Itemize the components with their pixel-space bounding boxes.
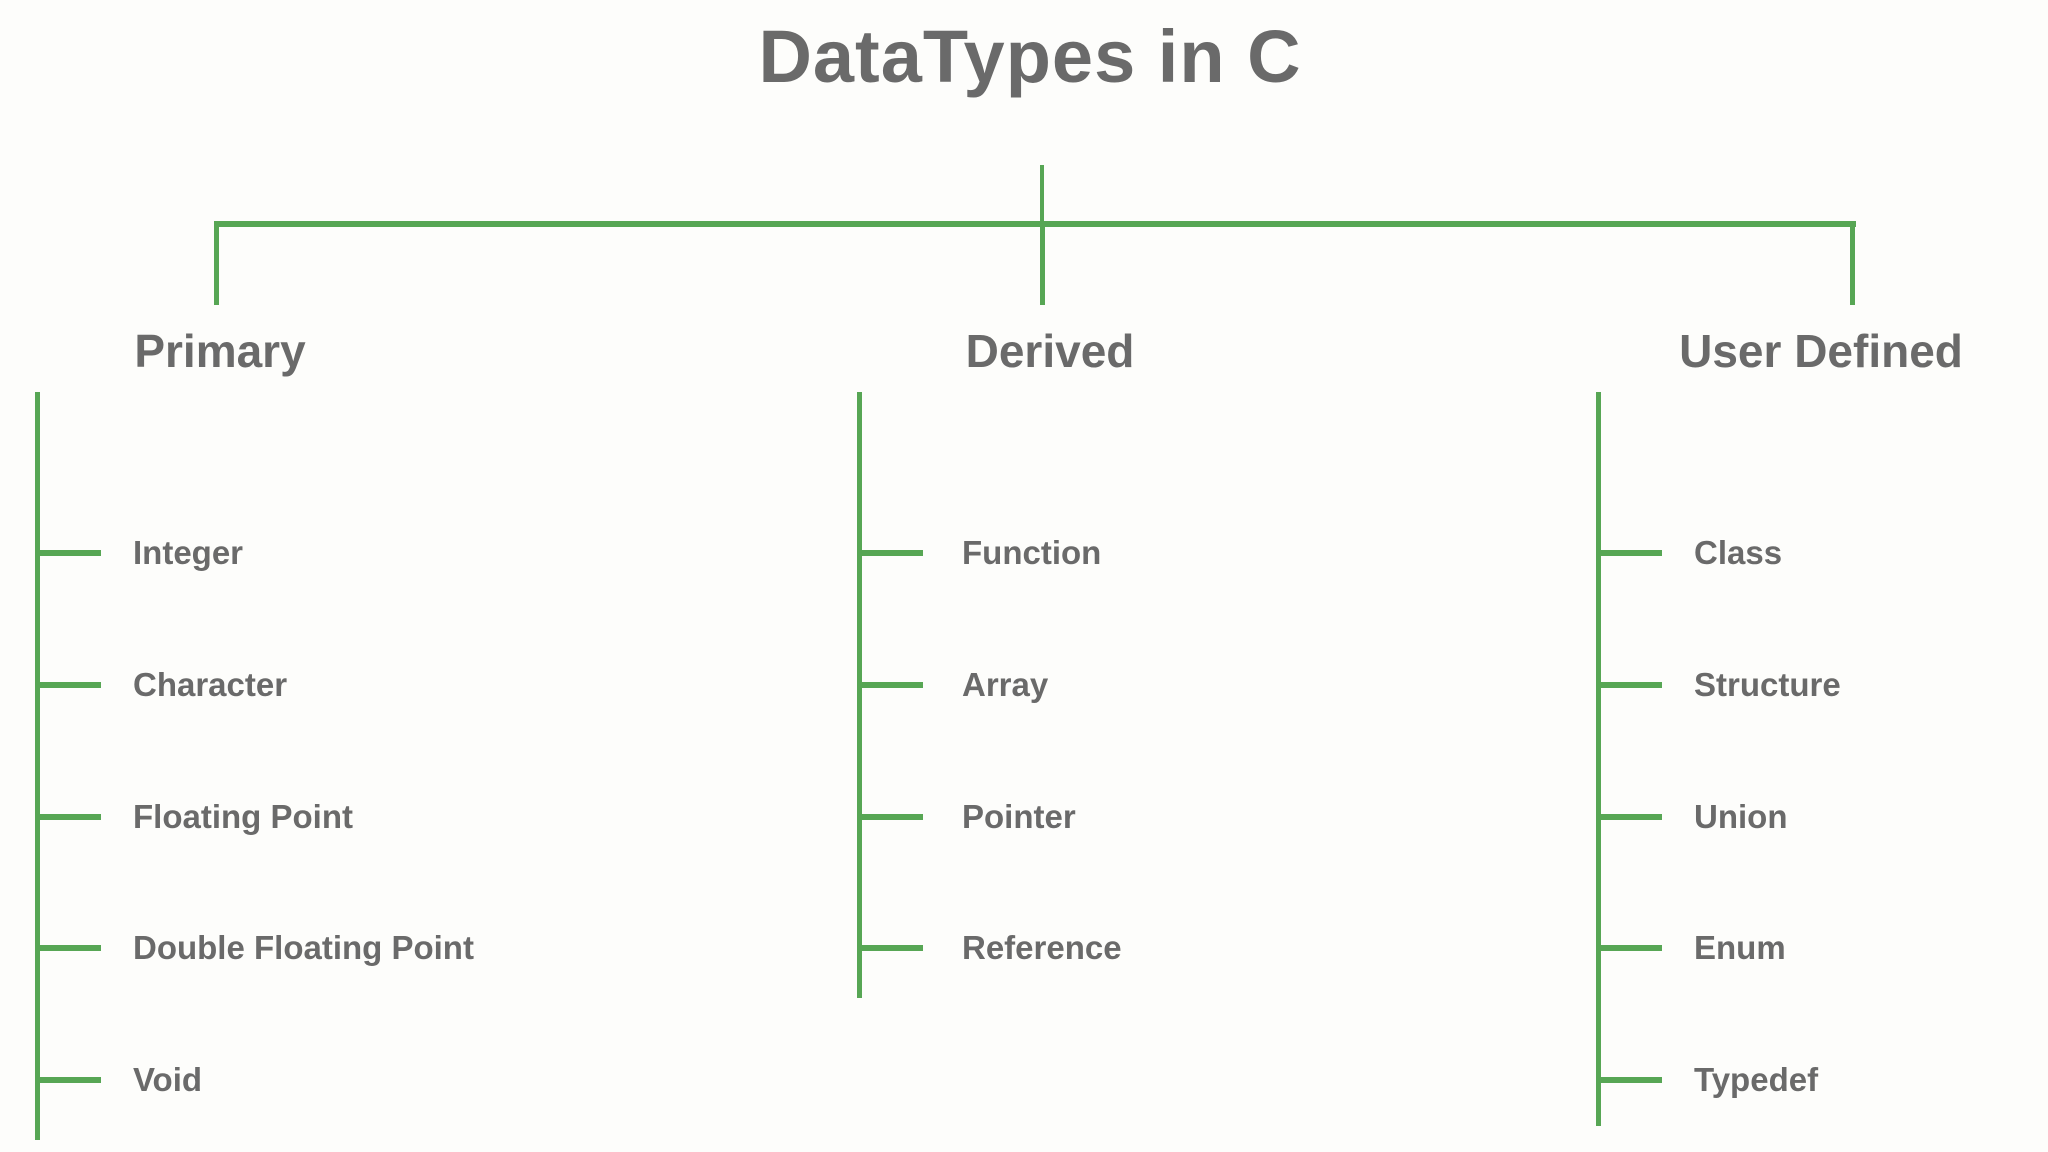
item-label: Integer — [133, 534, 244, 571]
branch-label: Derived — [965, 325, 1135, 377]
diagram-title: DataTypes in C — [758, 15, 1302, 98]
item-label: Pointer — [962, 798, 1076, 835]
item-tick — [1595, 550, 1662, 556]
item-label: Double Floating Point — [133, 929, 474, 966]
item-tick — [34, 814, 101, 820]
branch-drop-line — [213, 221, 219, 305]
item-tick — [856, 814, 923, 820]
item-tick — [34, 550, 101, 556]
item-tick — [856, 945, 923, 951]
item-tick — [856, 550, 923, 556]
column-spine — [856, 392, 862, 998]
item-label: Reference — [962, 929, 1122, 966]
item-label: Enum — [1694, 929, 1786, 966]
item-label: Union — [1694, 798, 1788, 835]
item-label: Class — [1694, 534, 1783, 571]
item-tick — [34, 945, 101, 951]
item-label: Character — [133, 666, 288, 703]
branch-bar — [214, 221, 1856, 227]
item-tick — [1595, 814, 1662, 820]
column-spine — [34, 392, 40, 1140]
item-tick — [856, 682, 923, 688]
column-spine — [1595, 392, 1601, 1126]
item-label: Function — [962, 534, 1102, 571]
item-tick — [1595, 682, 1662, 688]
branch-drop-line — [1039, 221, 1045, 305]
item-label: Array — [962, 666, 1049, 703]
item-label: Typedef — [1694, 1061, 1819, 1098]
item-tick — [34, 1077, 101, 1083]
item-label: Void — [133, 1061, 203, 1098]
item-tick — [1595, 1077, 1662, 1083]
item-tick — [1595, 945, 1662, 951]
item-tick — [34, 682, 101, 688]
item-label: Floating Point — [133, 798, 353, 835]
item-label: Structure — [1694, 666, 1841, 703]
branch-drop-line — [1849, 221, 1855, 305]
branch-label: User Defined — [1679, 325, 1963, 377]
branch-label: Primary — [134, 325, 306, 377]
